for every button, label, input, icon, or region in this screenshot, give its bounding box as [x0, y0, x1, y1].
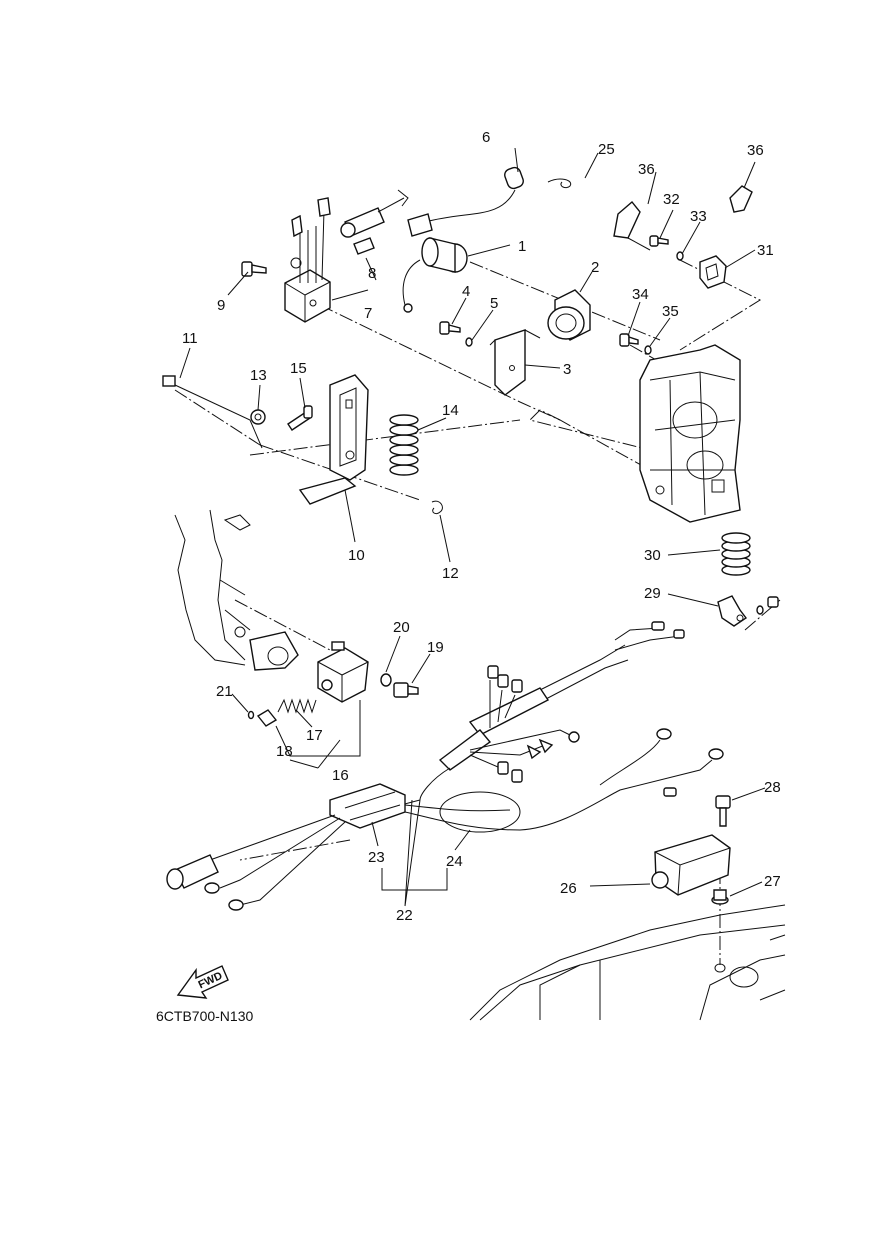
- callout-32: 32: [663, 191, 680, 208]
- callout-22: 22: [396, 907, 413, 924]
- bolt-9[interactable]: [241, 261, 267, 277]
- washer-20[interactable]: [380, 673, 392, 687]
- rectifier-regulator[interactable]: [284, 197, 331, 323]
- bolt-13[interactable]: [250, 409, 266, 425]
- engine-case-left: [174, 509, 299, 671]
- callout-33: 33: [690, 208, 707, 225]
- relay-holder[interactable]: [547, 289, 591, 341]
- callout-8: 8: [368, 265, 376, 282]
- callout-16: 16: [332, 767, 349, 784]
- relay-bracket[interactable]: [489, 329, 541, 396]
- callout-13: 13: [250, 367, 267, 384]
- callout-labels: 1 2 3 4 5 6 7 8 9 10 11 12 13 14 15 16 1…: [182, 129, 781, 924]
- switch-assembly-16[interactable]: [317, 641, 369, 703]
- bolt-4[interactable]: [439, 321, 461, 335]
- fuse-holder[interactable]: [340, 189, 409, 255]
- callout-1: 1: [518, 238, 526, 255]
- callout-29: 29: [644, 585, 661, 602]
- plug-cap-36b[interactable]: [729, 185, 753, 213]
- bottom-cowling: [469, 904, 786, 1021]
- callout-20: 20: [393, 619, 410, 636]
- callout-36-right: 36: [747, 142, 764, 159]
- callout-6: 6: [482, 129, 490, 146]
- plug-cap-36a[interactable]: [613, 200, 651, 251]
- callout-21: 21: [216, 683, 233, 700]
- callout-11: 11: [182, 330, 198, 347]
- bolt-34[interactable]: [619, 333, 639, 347]
- clip-12[interactable]: [431, 500, 443, 515]
- bolt-28[interactable]: [715, 795, 731, 827]
- callout-25: 25: [598, 141, 615, 158]
- callout-leaders: [179, 147, 766, 907]
- spring-17[interactable]: [277, 698, 317, 714]
- callout-12: 12: [442, 565, 459, 582]
- forward-arrow-icon: FWD: [176, 965, 229, 999]
- callout-17: 17: [306, 727, 323, 744]
- callout-18: 18: [276, 743, 293, 760]
- callout-14: 14: [442, 402, 459, 419]
- clip-25[interactable]: [547, 178, 572, 189]
- ignition-coil-26[interactable]: [651, 834, 731, 896]
- wire-11[interactable]: [162, 375, 263, 449]
- callout-9: 9: [217, 297, 225, 314]
- terminal-block-31[interactable]: [699, 255, 727, 289]
- washer-5[interactable]: [465, 337, 473, 347]
- callout-31: 31: [757, 242, 774, 259]
- spring-30[interactable]: [721, 532, 751, 576]
- callout-3: 3: [563, 361, 571, 378]
- washer-33[interactable]: [676, 251, 684, 261]
- callout-15: 15: [290, 360, 307, 377]
- bolt-19[interactable]: [393, 682, 419, 698]
- engine-block: [639, 344, 741, 523]
- callout-36-left: 36: [638, 161, 655, 178]
- callout-27: 27: [764, 873, 781, 890]
- callout-30: 30: [644, 547, 661, 564]
- callout-2: 2: [591, 259, 599, 276]
- bracket-10[interactable]: [298, 374, 369, 505]
- callout-10: 10: [348, 547, 365, 564]
- callout-5: 5: [490, 295, 498, 312]
- spring-14[interactable]: [389, 414, 419, 476]
- callout-19: 19: [427, 639, 444, 656]
- callout-34: 34: [632, 286, 649, 303]
- callout-24: 24: [446, 853, 463, 870]
- bolt-32[interactable]: [649, 235, 669, 247]
- callout-35: 35: [662, 303, 679, 320]
- callout-7: 7: [364, 305, 372, 322]
- starter-relay[interactable]: [402, 237, 468, 313]
- washer-21[interactable]: [247, 710, 255, 720]
- wiring-harness[interactable]: [166, 621, 724, 911]
- bolt-15[interactable]: [287, 405, 313, 431]
- callout-23: 23: [368, 849, 385, 866]
- diagram-code: 6CTB700-N130: [156, 1008, 253, 1024]
- lead-wire-cap[interactable]: [407, 166, 525, 237]
- callout-28: 28: [764, 779, 781, 796]
- collar-27[interactable]: [711, 889, 729, 905]
- plate-18[interactable]: [256, 709, 278, 727]
- callout-4: 4: [462, 283, 470, 300]
- bracket-29[interactable]: [717, 595, 779, 627]
- callout-26: 26: [560, 880, 577, 897]
- washer-35[interactable]: [644, 345, 652, 355]
